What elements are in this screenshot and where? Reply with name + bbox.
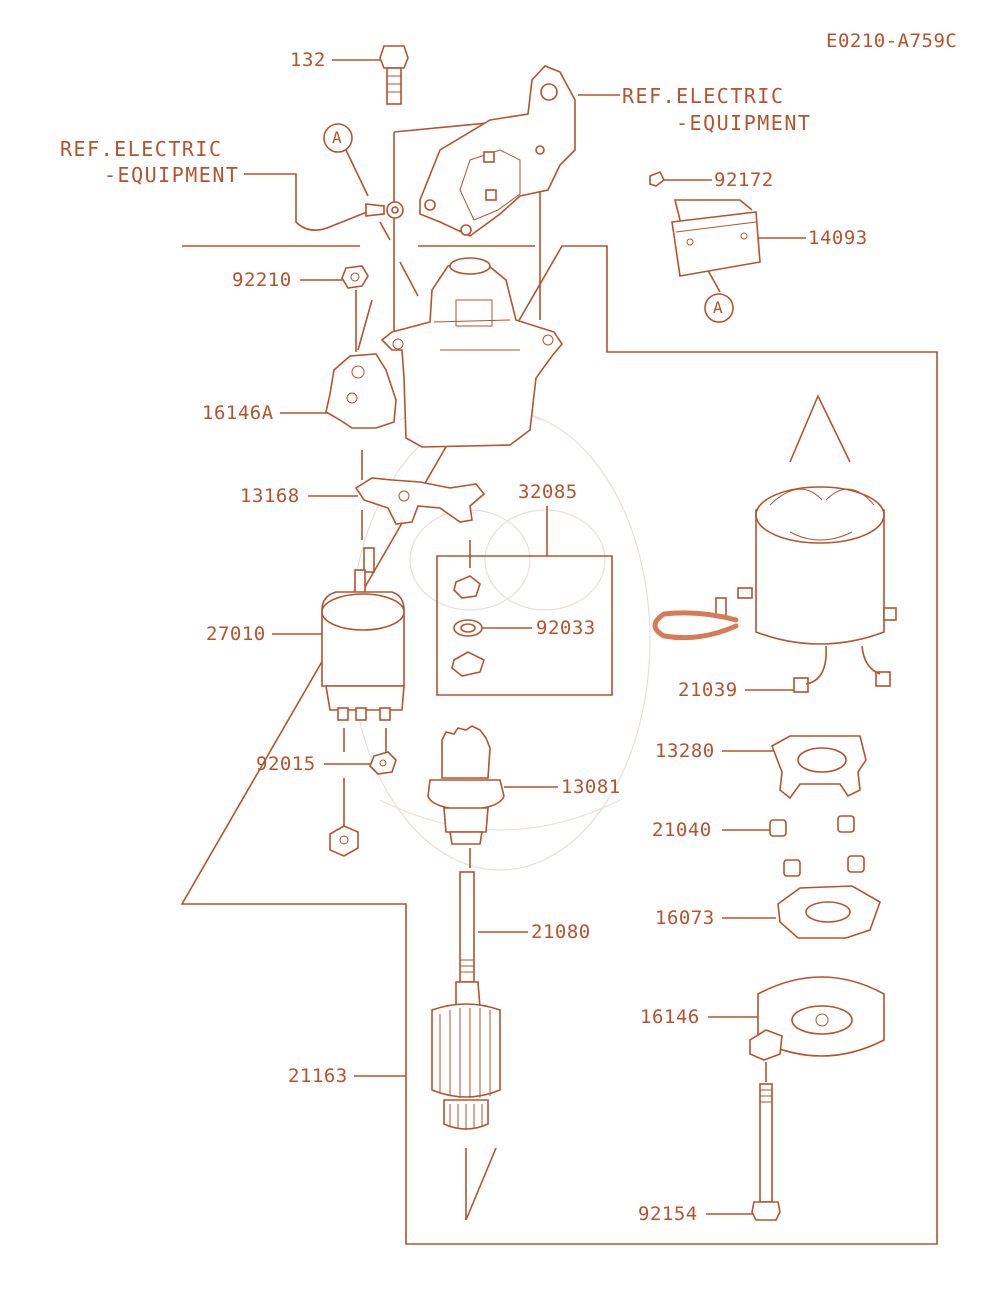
part-label-16146[interactable]: 16146 xyxy=(640,1006,700,1028)
nuts-92015 xyxy=(329,751,397,857)
part-label-92172[interactable]: 92172 xyxy=(714,169,774,191)
shaft-21080 xyxy=(459,871,475,983)
bracket xyxy=(419,65,576,237)
callout-a-top: A xyxy=(332,128,343,147)
part-label-21039[interactable]: 21039 xyxy=(678,679,738,701)
diagram-code: E0210-A759C xyxy=(826,30,958,52)
pinion-13081 xyxy=(427,725,505,845)
part-label-27010[interactable]: 27010 xyxy=(206,623,266,645)
bolt-132 xyxy=(379,45,409,105)
part-label-92154[interactable]: 92154 xyxy=(638,1203,698,1225)
lever-13168 xyxy=(354,477,486,525)
part-label-92210[interactable]: 92210 xyxy=(232,269,292,291)
assembly-boundary xyxy=(180,245,938,1245)
ground-wire xyxy=(295,192,404,231)
part-label-13280[interactable]: 13280 xyxy=(655,740,715,762)
part-label-16146A[interactable]: 16146A xyxy=(202,402,274,424)
part-label-14093[interactable]: 14093 xyxy=(808,227,868,249)
brush-holder-13280 xyxy=(771,735,867,800)
part-label-21040[interactable]: 21040 xyxy=(652,819,712,841)
part-label-21163[interactable]: 21163 xyxy=(288,1065,348,1087)
part-label-13081[interactable]: 13081 xyxy=(561,776,621,798)
part-label-132[interactable]: 132 xyxy=(290,49,326,71)
callout-a-top-circle xyxy=(323,123,353,153)
part-label-21080[interactable]: 21080 xyxy=(531,921,591,943)
part-label-16073[interactable]: 16073 xyxy=(655,907,715,929)
callout-a-right: A xyxy=(713,298,724,317)
plate-14093 xyxy=(649,170,761,277)
callout-a-right-circle xyxy=(704,293,734,323)
part-label-32085[interactable]: 32085 xyxy=(518,481,578,503)
ref-electric-right-line2[interactable]: -EQUIPMENT xyxy=(676,111,812,135)
solenoid-27010 xyxy=(321,547,405,721)
part-label-13168[interactable]: 13168 xyxy=(240,485,300,507)
ref-electric-right-line1[interactable]: REF.ELECTRIC xyxy=(622,84,785,108)
plate-16073 xyxy=(777,885,881,939)
housing-16146A xyxy=(325,257,563,448)
ref-electric-left-line2[interactable]: -EQUIPMENT xyxy=(104,163,240,187)
part-label-92033[interactable]: 92033 xyxy=(536,617,596,639)
ref-electric-left-line1[interactable]: REF.ELECTRIC xyxy=(60,137,223,161)
guide-lines xyxy=(343,117,851,1221)
nut-92210 xyxy=(341,265,369,289)
kit-32085-box xyxy=(436,555,613,696)
springs-21040 xyxy=(769,815,865,877)
leader-lines xyxy=(244,59,806,1215)
end-cover-16146 xyxy=(749,976,885,1061)
armature-21163 xyxy=(431,981,501,1130)
part-label-92015[interactable]: 92015 xyxy=(256,753,316,775)
yoke-21039 xyxy=(652,486,897,693)
bolt-92154 xyxy=(751,1083,781,1221)
kit-32085-parts xyxy=(451,575,485,677)
